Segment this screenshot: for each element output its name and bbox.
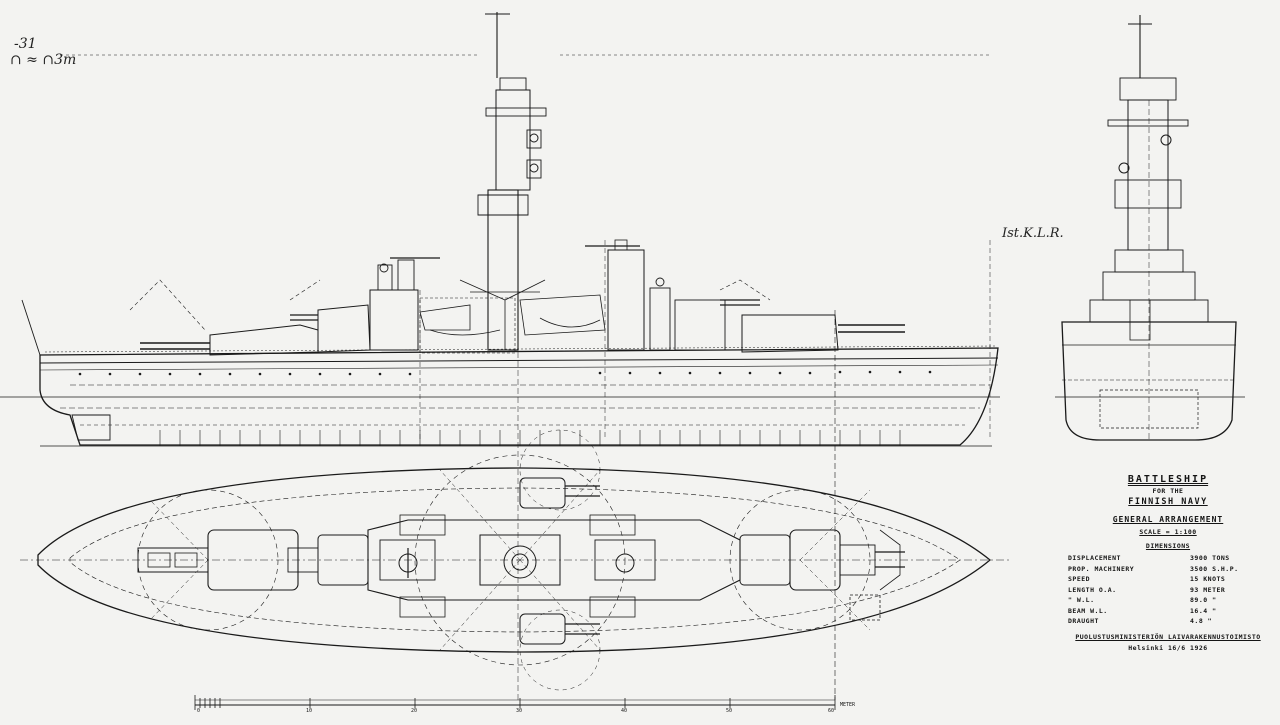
dimension-label: BEAM W.L.: [1068, 606, 1108, 615]
scale-tick-label: 40: [621, 708, 628, 714]
dimension-value: 16.4 ": [1190, 606, 1217, 615]
dimension-value: 3500 S.H.P.: [1190, 564, 1239, 573]
bow-section-view: [1055, 15, 1245, 441]
scale-note: ∩ ≈ ∩3m: [10, 52, 77, 68]
dimensions-table: DISPLACEMENT 3900 TONS PROP. MACHINERY 3…: [1068, 553, 1268, 627]
dimension-label: PROP. MACHINERY: [1068, 564, 1135, 573]
dimension-label: SPEED: [1068, 575, 1091, 583]
title-navy: FINNISH NAVY: [1128, 497, 1208, 507]
scale-tick-label: 20: [411, 708, 418, 714]
drawing-subtitle: GENERAL ARRANGEMENT: [1112, 515, 1224, 524]
scale-bar: [194, 695, 836, 710]
dimension-row: SPEED 15 KNOTS: [1068, 574, 1268, 585]
drawing-title: BATTLESHIP: [1127, 474, 1209, 485]
scale-tick-label: 60: [828, 708, 835, 714]
dimension-label: DISPLACEMENT: [1068, 554, 1121, 562]
dimension-label: " W.L.: [1068, 596, 1095, 604]
dimension-value: 93 METER: [1190, 585, 1226, 594]
title-for: FOR THE: [1152, 487, 1184, 495]
dimension-row: LENGTH O.A. 93 METER: [1068, 585, 1268, 596]
place-and-date: Helsinki 16/6 1926: [1128, 643, 1208, 652]
title-block: BATTLESHIP FOR THE FINNISH NAVY GENERAL …: [1068, 474, 1268, 652]
dimensions-heading: DIMENSIONS: [1145, 542, 1191, 550]
scale-tick-label: 10: [306, 708, 313, 714]
deck-plan-view: [20, 429, 1010, 691]
dimension-value: 4.8 ": [1190, 617, 1213, 625]
scale-bar-unit: METER: [840, 702, 856, 708]
dimension-row: DRAUGHT 4.8 ": [1068, 616, 1268, 627]
dimension-value: 15 KNOTS: [1190, 575, 1226, 583]
dimension-row: BEAM W.L. 16.4 ": [1068, 606, 1268, 617]
dimension-value: 89.0 ": [1190, 596, 1217, 604]
side-elevation-view: [0, 12, 1000, 700]
scale-tick-label: 50: [726, 708, 733, 714]
scale-tick-label: 30: [516, 708, 523, 714]
dimension-row: " W.L. 89.0 ": [1068, 595, 1268, 606]
dimension-row: PROP. MACHINERY 3500 S.H.P.: [1068, 564, 1268, 575]
issuing-office: PUOLUSTUSMINISTERIÖN LAIVARAKENNUSTOIMIS…: [1075, 632, 1261, 641]
corner-note: -31: [14, 36, 37, 52]
dimension-value: 3900 TONS: [1190, 554, 1230, 562]
signature: Ist.K.L.R.: [1002, 226, 1064, 241]
dimension-label: DRAUGHT: [1068, 617, 1099, 625]
dimension-label: LENGTH O.A.: [1068, 585, 1117, 594]
drawing-scale: SCALE = 1:100: [1139, 528, 1197, 536]
scale-tick-label: 0: [197, 708, 201, 714]
dimension-row: DISPLACEMENT 3900 TONS: [1068, 553, 1268, 564]
